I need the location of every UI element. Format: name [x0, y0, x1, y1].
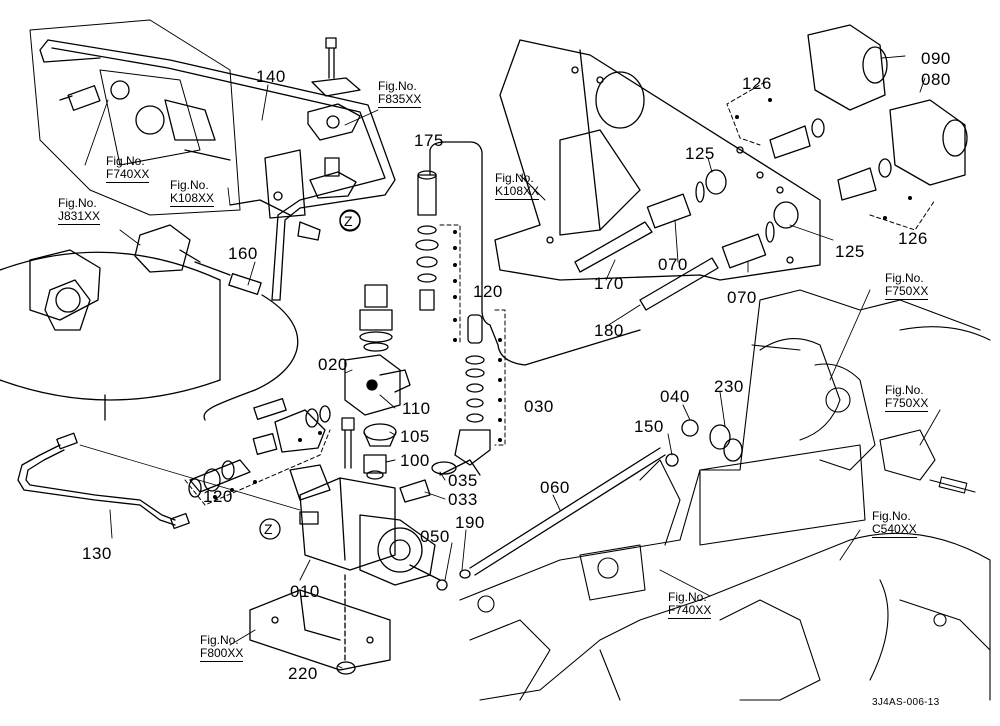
part-label-220: 220 [288, 664, 318, 683]
figure-ref-code: J831XX [58, 209, 101, 225]
adapters-126-drawing [769, 118, 892, 201]
reservoir-tank-drawing [0, 224, 221, 421]
figure-ref-code: C540XX [872, 522, 917, 538]
part-label-120-bottom: 120 [203, 487, 233, 506]
figure-ref-code: F740XX [668, 603, 712, 619]
part-label-126-top: 126 [742, 74, 772, 93]
figure-ref-caption: Fig.No. [885, 271, 924, 285]
stud-bolt-drawing [229, 37, 361, 219]
part-label-050: 050 [420, 527, 450, 546]
fitting-030-column-drawing [439, 199, 641, 476]
part-label-070-left: 070 [658, 255, 688, 274]
figure-ref-f740-bottom: Fig.No. F740XX [668, 590, 712, 619]
z-marker-bottom: Z [264, 521, 274, 537]
figure-ref-c540: Fig.No. C540XX [872, 510, 917, 538]
figure-ref-f835: Fig.No. F835XX [378, 79, 422, 108]
figure-ref-k108-center: Fig.No. K108XX [495, 171, 540, 200]
hose-160-drawing [194, 261, 299, 421]
part-label-190: 190 [455, 513, 485, 532]
figure-ref-f800: Fig.No. F800XX [200, 633, 244, 662]
figure-ref-f750-b: Fig.No. F750XX [885, 383, 929, 412]
figure-ref-caption: Fig.No. [885, 383, 924, 397]
part-label-100: 100 [400, 451, 430, 470]
figure-ref-caption: Fig.No. [378, 79, 417, 93]
dot-markers [213, 98, 912, 499]
part-label-080: 080 [921, 70, 951, 89]
figure-ref-code: F740XX [106, 167, 150, 183]
figure-ref-code: F750XX [885, 396, 929, 412]
part-label-125-left: 125 [685, 144, 715, 163]
part-label-070-right: 070 [727, 288, 757, 307]
pump-mount-bracket-drawing [29, 19, 241, 216]
part-label-060: 060 [540, 478, 570, 497]
figure-ref-caption: Fig.No. [668, 590, 707, 604]
label-leader-lines [84, 55, 941, 669]
part-label-040: 040 [660, 387, 690, 406]
part-label-110: 110 [402, 399, 431, 418]
part-label-170: 170 [594, 274, 624, 293]
part-label-130: 130 [82, 544, 112, 563]
figure-ref-caption: Fig.No. [872, 509, 911, 523]
part-label-090: 090 [921, 49, 951, 68]
figure-ref-code: K108XX [495, 184, 540, 200]
tube-130-drawing [17, 432, 301, 530]
fittings-105-100-drawing [363, 423, 397, 480]
part-label-033: 033 [448, 490, 478, 509]
tee-fittings-090-080-drawing [807, 24, 968, 186]
figure-ref-code: F750XX [885, 284, 929, 300]
seal-035-033-drawing [399, 461, 457, 503]
drawing-code: 3J4AS-006-13 [872, 697, 940, 708]
pump-010-drawing [289, 464, 448, 661]
part-label-105: 105 [400, 427, 430, 446]
figure-ref-code: F800XX [200, 646, 244, 662]
nipples-125-drawing [705, 169, 799, 229]
figure-ref-f750-a: Fig.No. F750XX [885, 271, 929, 300]
tube-140-drawing [39, 39, 396, 301]
figure-ref-k108-left: Fig.No. K108XX [170, 178, 215, 207]
part-label-120-top: 120 [473, 282, 503, 301]
part-label-180: 180 [594, 321, 624, 340]
figure-ref-f740-top: Fig.No. F740XX [106, 154, 150, 183]
part-label-125-right: 125 [835, 242, 865, 261]
part-label-126-bottom: 126 [898, 229, 928, 248]
part-label-030: 030 [524, 397, 554, 416]
part-label-140: 140 [256, 67, 286, 86]
fitting-175-drawing [415, 141, 483, 311]
valve-110-drawing [344, 284, 411, 416]
z-marker-top: Z [344, 213, 354, 229]
part-label-175: 175 [414, 131, 444, 150]
figure-ref-caption: Fig.No. [170, 178, 209, 192]
connectors-070-drawing [646, 181, 775, 269]
part-label-230: 230 [714, 377, 744, 396]
figure-ref-j831: Fig.No. J831XX [58, 196, 101, 225]
bolt-020-drawing [341, 417, 355, 469]
bracket-f800-drawing [249, 589, 391, 675]
figure-ref-caption: Fig.No. [58, 196, 97, 210]
part-label-035: 035 [448, 471, 478, 490]
part-label-020: 020 [318, 355, 348, 374]
figure-ref-caption: Fig.No. [106, 154, 145, 168]
figure-ref-caption: Fig.No. [200, 633, 239, 647]
part-label-010: 010 [290, 582, 320, 601]
z-marker-circles [259, 210, 361, 540]
part-label-160: 160 [228, 244, 258, 263]
pipes-170-180-drawing [574, 221, 719, 311]
figure-ref-code: K108XX [170, 191, 215, 207]
transmission-housing-drawing [459, 289, 991, 701]
figure-ref-caption: Fig.No. [495, 171, 534, 185]
part-label-150: 150 [634, 417, 664, 436]
figure-ref-code: F835XX [378, 92, 422, 108]
bracket-k108-drawing [494, 39, 821, 281]
fitting-120-left-drawing [188, 405, 331, 498]
